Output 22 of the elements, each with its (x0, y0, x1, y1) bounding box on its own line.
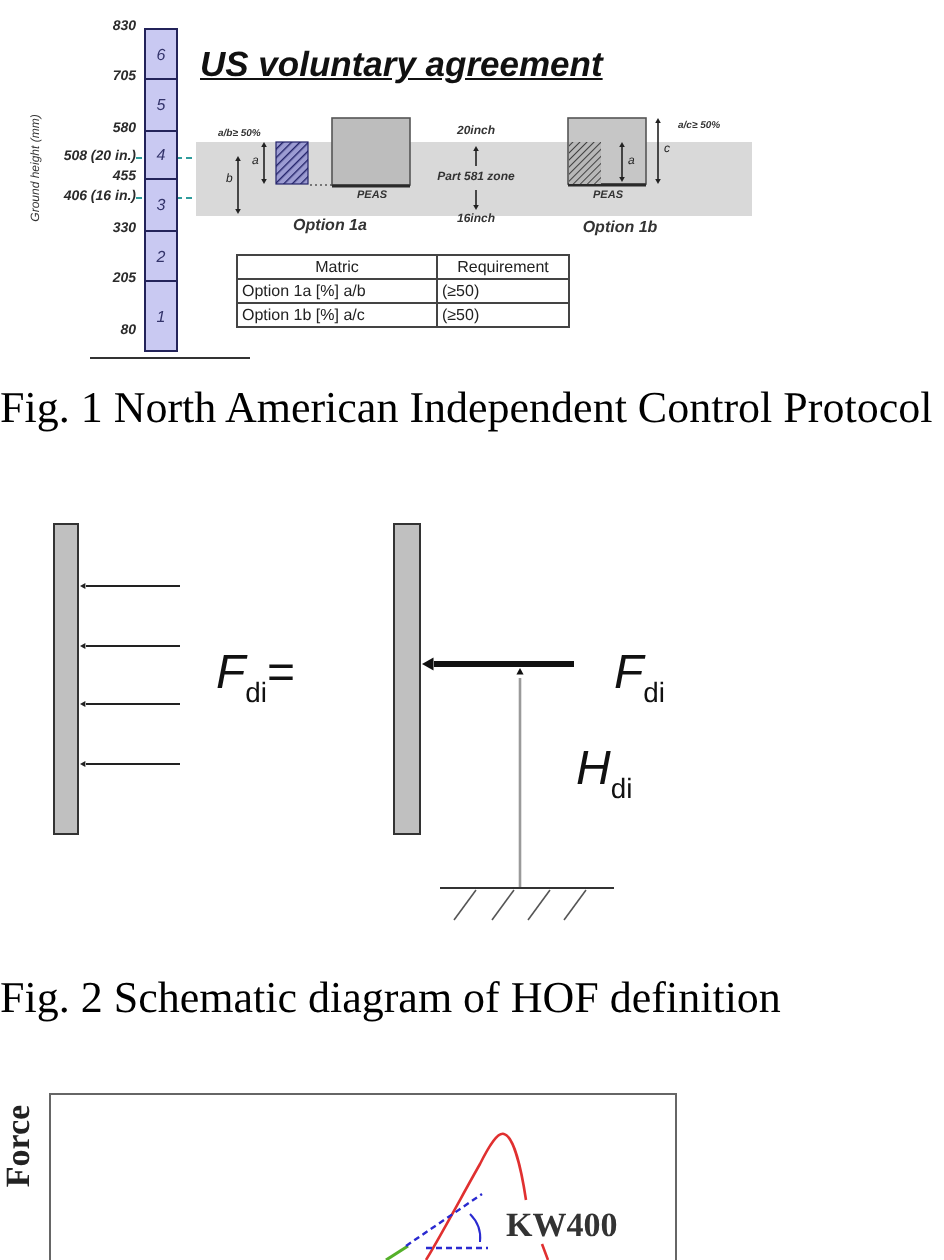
formula-label: F$_{di}$= (216, 650, 296, 698)
table-cell: Option 1b [%] a/c (237, 303, 437, 327)
table-header-cell: Requirement (437, 255, 569, 279)
formula-label: H$_{di}$ (576, 746, 633, 794)
scale-segment: 1 (144, 280, 178, 352)
table-cell: Option 1a [%] a/b (237, 279, 437, 303)
scale-segment: 5 (144, 78, 178, 132)
option-label: Option 1a (293, 216, 367, 236)
scale-segment: 6 (144, 28, 178, 80)
figure-caption: Fig. 1 North American Independent Control Protocol (0, 386, 933, 430)
option-label: Option 1b (582, 218, 658, 238)
formula-label: F$_{di}$ (614, 650, 665, 698)
table-cell: (≥50) (437, 303, 569, 327)
scale-segment: 2 (144, 230, 178, 282)
table-header-cell: Matric (237, 255, 437, 279)
curve-label: KW400 (506, 1208, 618, 1242)
axis-title: Force (1, 1104, 35, 1188)
scale-segment: 3 (144, 178, 178, 232)
table-cell: (≥50) (437, 279, 569, 303)
figure-heading: US voluntary agreement (200, 46, 603, 82)
figure-caption: Fig. 2 Schematic diagram of HOF definition (0, 976, 781, 1020)
scale-segment: 4 (144, 130, 178, 180)
